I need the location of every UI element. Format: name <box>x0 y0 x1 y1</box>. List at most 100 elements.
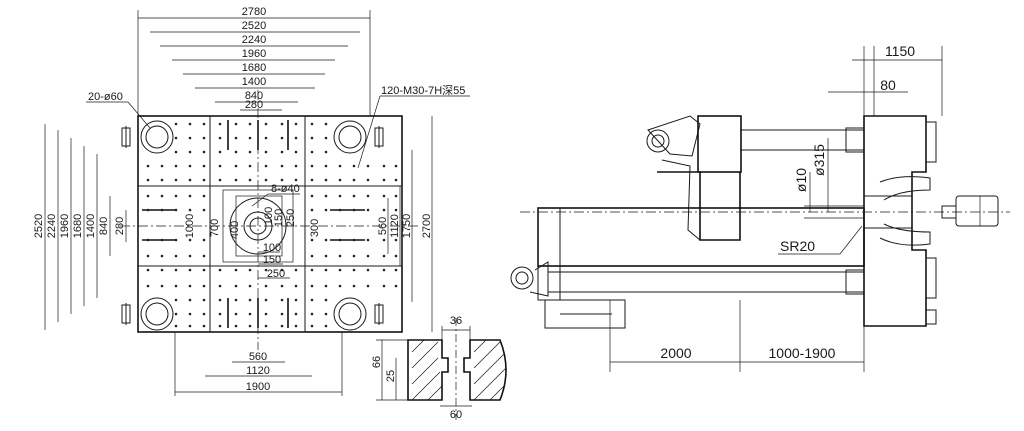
tapped-hole <box>202 298 206 302</box>
dim-right-3: 1750 <box>401 214 413 238</box>
tapped-hole <box>324 254 328 258</box>
tapped-hole <box>382 238 386 242</box>
tapped-hole <box>188 150 192 154</box>
tapped-hole <box>280 298 284 302</box>
tapped-hole <box>188 164 192 168</box>
tapped-hole <box>160 284 164 288</box>
tapped-hole <box>174 254 178 258</box>
tapped-hole <box>310 298 314 302</box>
tapped-hole <box>310 150 314 154</box>
tapped-hole <box>234 122 238 126</box>
dim-inner-left-2: 700 <box>209 219 221 237</box>
tapped-hole <box>310 284 314 288</box>
label-tapped-holes: 120-M30-7H深55 <box>381 84 465 97</box>
tapped-hole <box>352 164 356 168</box>
tapped-hole <box>352 194 356 198</box>
injection-nozzle <box>863 176 999 246</box>
section-hatching <box>411 339 507 401</box>
tapped-hole <box>218 136 222 140</box>
dim-left-5: 1400 <box>85 214 97 238</box>
tapped-hole <box>218 298 222 302</box>
dim-nozzle-hole: ø10 <box>793 168 809 192</box>
tapped-hole <box>146 268 150 272</box>
clamping-unit-side-view: 1150 80 ø10 ø315 SR20 2000 1000-1900 <box>510 43 1010 372</box>
tapped-hole <box>366 254 370 258</box>
tapped-hole <box>338 284 342 288</box>
tapped-hole <box>294 298 298 302</box>
tapped-hole <box>324 312 328 316</box>
tapped-hole <box>188 312 192 316</box>
tapped-hole <box>248 284 252 288</box>
dim-side-overall: 1150 <box>885 43 915 59</box>
dim-inner-right-4: 300 <box>309 219 321 237</box>
tapped-hole <box>188 284 192 288</box>
tapped-hole <box>234 298 238 302</box>
tapped-hole <box>248 122 252 126</box>
bottom-dimensions: 560 1120 1900 <box>174 332 343 396</box>
tapped-hole <box>146 284 150 288</box>
tapped-hole <box>394 164 398 168</box>
tapped-hole <box>188 324 192 328</box>
tapped-hole <box>352 284 356 288</box>
tapped-hole <box>352 208 356 212</box>
tapped-hole <box>280 136 284 140</box>
tapped-hole <box>174 324 178 328</box>
tapped-hole <box>202 194 206 198</box>
dim-left-6: 840 <box>98 217 110 235</box>
tapped-hole <box>310 312 314 316</box>
stationary-platen <box>863 115 927 327</box>
tapped-hole <box>394 178 398 182</box>
tapped-hole <box>294 164 298 168</box>
tapped-hole <box>394 208 398 212</box>
dim-inner-right-2: 150 <box>273 209 285 227</box>
tapped-hole <box>382 178 386 182</box>
tapped-hole <box>294 122 298 126</box>
tapped-hole <box>174 122 178 126</box>
tapped-hole <box>146 254 150 258</box>
tapped-hole <box>202 238 206 242</box>
tapped-hole <box>234 150 238 154</box>
side-top-dimensions: 1150 80 <box>828 43 943 116</box>
tapped-hole <box>264 150 268 154</box>
dim-sphere-radius: SR20 <box>780 238 815 254</box>
tapped-hole <box>294 324 298 328</box>
tapped-hole <box>310 136 314 140</box>
dim-inner-bottom-3: 250 <box>267 268 285 280</box>
tapped-hole <box>174 178 178 182</box>
tapped-hole <box>146 238 150 242</box>
tapped-hole <box>324 150 328 154</box>
tapped-hole <box>366 194 370 198</box>
tapped-hole <box>174 268 178 272</box>
tapped-hole <box>324 194 328 198</box>
tapped-hole <box>324 324 328 328</box>
tapped-hole <box>248 324 252 328</box>
tapped-hole <box>188 208 192 212</box>
tapped-hole <box>382 194 386 198</box>
tapped-hole <box>310 254 314 258</box>
dim-inner-right-3: 250 <box>285 209 297 227</box>
tapped-hole <box>280 284 284 288</box>
tapped-hole <box>324 238 328 242</box>
tapped-hole <box>310 178 314 182</box>
dim-top-7: 840 <box>245 90 263 102</box>
tapped-hole-pattern <box>146 122 398 328</box>
dim-top-8: 280 <box>245 99 263 111</box>
tie-bars <box>548 127 865 295</box>
tapped-hole <box>234 268 238 272</box>
dim-inner-right-1: 100 <box>263 207 275 225</box>
tapped-hole <box>280 164 284 168</box>
tapped-hole <box>248 312 252 316</box>
tapped-hole <box>366 208 370 212</box>
tapped-hole <box>174 150 178 154</box>
tapped-hole <box>234 164 238 168</box>
tapped-hole <box>294 284 298 288</box>
tapped-hole <box>202 324 206 328</box>
tapped-hole <box>366 164 370 168</box>
tapped-hole <box>264 324 268 328</box>
tapped-hole <box>280 324 284 328</box>
tapped-hole <box>160 254 164 258</box>
dim-top-2: 2520 <box>242 20 266 32</box>
right-dimensions: 560 1120 1750 2700 <box>377 116 433 332</box>
tapped-hole <box>218 284 222 288</box>
tapped-hole <box>234 324 238 328</box>
